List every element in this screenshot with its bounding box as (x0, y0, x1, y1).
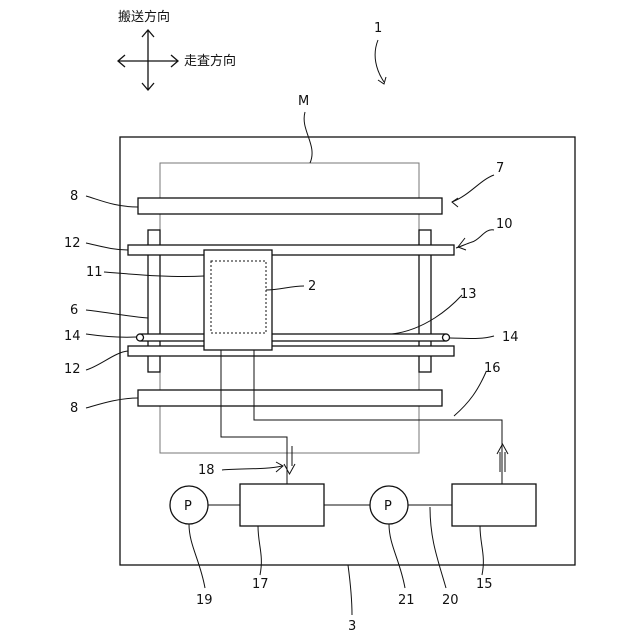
conveyance-direction-label: 搬送方向 (118, 9, 170, 25)
roller-bottom (138, 390, 442, 406)
ref-17: 17 (252, 577, 269, 592)
pump-21-label: P (384, 499, 392, 514)
scanning-direction-label: 走査方向 (184, 53, 236, 69)
ref-1: 1 (374, 21, 382, 36)
flow-arrow-down (284, 446, 295, 474)
ref-3: 3 (348, 619, 356, 634)
ref-12-bottom: 12 (64, 362, 81, 377)
guide-rail-bottom (128, 346, 454, 356)
ref-M: M (298, 94, 309, 109)
ref-11: 11 (86, 265, 103, 280)
guide-rail-top (128, 245, 454, 255)
ref-14-left: 14 (64, 329, 81, 344)
roller-top (138, 198, 442, 214)
ref-16: 16 (484, 361, 501, 376)
ref-8-top: 8 (70, 189, 78, 204)
ref-19: 19 (196, 593, 213, 608)
ref-21: 21 (398, 593, 415, 608)
ref-2: 2 (308, 279, 316, 294)
ref-8-bottom: 8 (70, 401, 78, 416)
ref-15: 15 (476, 577, 493, 592)
pulley-right (443, 334, 450, 341)
tank-15 (452, 484, 536, 526)
drive-belt (140, 334, 446, 341)
ref-14-right: 14 (502, 330, 519, 345)
pulley-left (137, 334, 144, 341)
ref-7: 7 (496, 161, 504, 176)
tank-17 (240, 484, 324, 526)
ref-12-top: 12 (64, 236, 81, 251)
ref-20: 20 (442, 593, 459, 608)
pump-19-label: P (184, 499, 192, 514)
ref-6: 6 (70, 303, 78, 318)
carriage (204, 250, 272, 350)
direction-indicator: 搬送方向 走査方向 (118, 9, 236, 90)
return-tube-16 (254, 350, 502, 484)
ref-13: 13 (460, 287, 477, 302)
ref-18: 18 (198, 463, 215, 478)
device-ref: 1 (374, 21, 386, 84)
ref-10: 10 (496, 217, 513, 232)
